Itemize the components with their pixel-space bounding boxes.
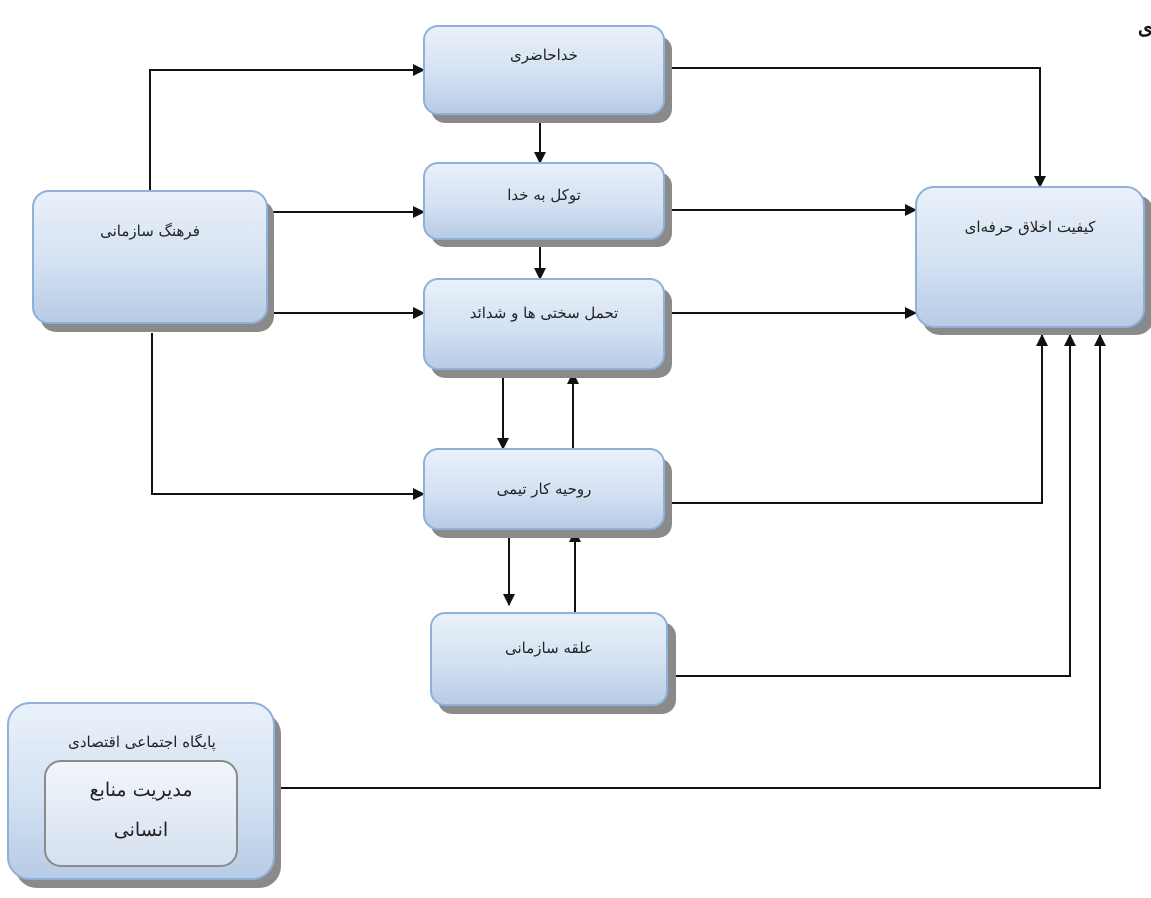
node-teamwork-spirit-label: روحیه کار تیمی <box>497 480 592 498</box>
node-org-culture: فرهنگ سازمانی <box>32 190 274 332</box>
node-trust-in-god-label: توکل به خدا <box>507 186 581 204</box>
node-trust-in-god: توکل به خدا <box>423 162 672 247</box>
diagram-title: مدل نظری <box>1138 17 1151 39</box>
node-org-culture-label: فرهنگ سازمانی <box>100 222 200 240</box>
node-god-presence-label: خداحاضری <box>510 46 578 64</box>
node-org-attachment: علقه سازمانی <box>430 612 676 714</box>
edge-socioeconomic-to-ethics <box>276 334 1106 789</box>
node-socioeconomic-base: پایگاه اجتماعی اقتصادی مدیریت منابع انسا… <box>7 702 281 888</box>
node-socioeconomic-base-label: پایگاه اجتماعی اقتصادی <box>68 733 216 751</box>
edge-attachment-to-ethics <box>671 334 1076 677</box>
node-hr-management-label-line2: انسانی <box>114 819 168 841</box>
edge-god-presence-to-ethics <box>668 67 1046 188</box>
edge-culture-to-teamwork <box>151 333 425 500</box>
node-org-attachment-label: علقه سازمانی <box>505 639 593 657</box>
node-hardship-tolerance-label: تحمل سختی ها و شدائد <box>470 304 619 322</box>
node-hardship-tolerance: تحمل سختی ها و شدائد <box>423 278 672 378</box>
node-ethics-quality: کیفیت اخلاق حرفه‌ای <box>915 186 1151 335</box>
node-teamwork-spirit: روحیه کار تیمی <box>423 448 672 538</box>
node-ethics-quality-label: کیفیت اخلاق حرفه‌ای <box>965 218 1097 236</box>
node-hr-management: مدیریت منابع انسانی <box>44 760 238 867</box>
edge-teamwork-to-ethics <box>668 334 1048 504</box>
node-hr-management-label-line1: مدیریت منابع <box>89 779 192 801</box>
edge-culture-to-god-presence <box>149 64 425 190</box>
node-god-presence: خداحاضری <box>423 25 672 123</box>
